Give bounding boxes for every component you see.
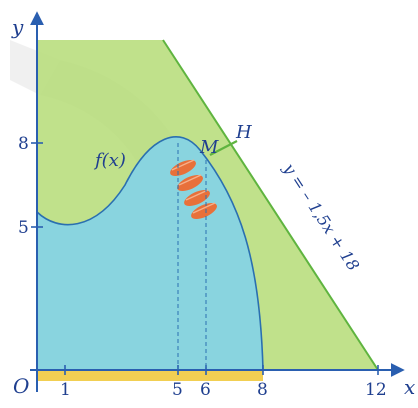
x-tick-label-1: 1 bbox=[60, 380, 71, 400]
x-tick-label-8: 8 bbox=[257, 380, 268, 400]
x-tick-label-12: 12 bbox=[365, 380, 387, 400]
x-tick-label-5: 5 bbox=[172, 380, 183, 400]
y-tick-label-5: 5 bbox=[18, 218, 29, 238]
function-label: f(x) bbox=[93, 150, 126, 171]
yellow-strip bbox=[37, 371, 263, 381]
origin-label: O bbox=[13, 374, 29, 398]
y-tick-label-8: 8 bbox=[18, 134, 29, 154]
x-tick-label-6: 6 bbox=[200, 380, 211, 400]
y-axis-label: y bbox=[11, 15, 24, 39]
segment-mh bbox=[209, 140, 238, 156]
x-axis-label: x bbox=[404, 375, 415, 399]
point-m-label: M bbox=[199, 137, 219, 158]
seed-icon bbox=[170, 159, 217, 220]
guide-lines bbox=[177, 143, 207, 370]
point-h-label: H bbox=[235, 122, 252, 143]
y-ticks bbox=[31, 142, 43, 228]
function-curve bbox=[36, 136, 264, 371]
boundary-line bbox=[162, 39, 379, 371]
